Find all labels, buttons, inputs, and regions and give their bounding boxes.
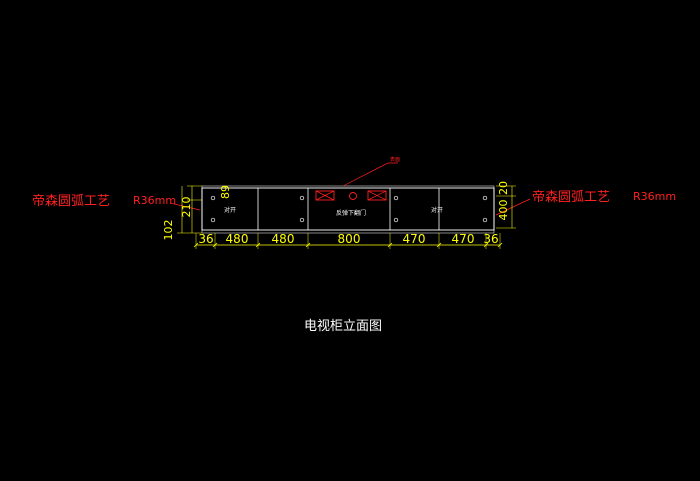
- right-vertical-dimensions: 400 20: [496, 181, 516, 229]
- handle-knob: [210, 195, 216, 201]
- door-label-right: 对开: [431, 206, 443, 214]
- callout-left-radius: R36mm: [133, 194, 176, 207]
- dimension-label-horizontal: 480: [226, 232, 249, 246]
- callout-right-text: 帝森圆弧工艺: [532, 189, 610, 205]
- handle-knob: [393, 195, 399, 201]
- dimension-label-horizontal: 470: [452, 232, 475, 246]
- callout-left-text: 帝森圆弧工艺: [32, 193, 110, 209]
- handle-knob: [482, 195, 488, 201]
- cabinet-outline: [201, 187, 495, 231]
- vent-box-left-cross: [315, 190, 335, 201]
- cabinet-top-slab: [201, 185, 495, 189]
- center-door-details: [315, 190, 387, 201]
- handle-knob: [299, 217, 305, 223]
- dimension-tick: [497, 242, 503, 248]
- door-label-left: 对开: [224, 206, 236, 214]
- dimension-label-horizontal: 800: [338, 232, 361, 246]
- handle-knob: [210, 217, 216, 223]
- cabinet-body: [201, 185, 495, 234]
- dim-left-210: 210: [180, 197, 193, 218]
- drawing-title: 电视柜立面图: [304, 319, 382, 334]
- dim-right-20: 20: [497, 181, 510, 195]
- callout-right-radius: R36mm: [633, 190, 676, 203]
- dimension-tick: [255, 242, 261, 248]
- dimension-tick: [305, 242, 311, 248]
- dimension-tick: [212, 242, 218, 248]
- right-callout: 帝森圆弧工艺 R36mm: [495, 189, 676, 216]
- handle-knob: [482, 217, 488, 223]
- dim-left-89: 89: [219, 185, 232, 199]
- dimension-label-horizontal: 36: [198, 232, 213, 246]
- left-vertical-dimensions: 102 210 89: [162, 185, 232, 241]
- vent-box-right-cross: [367, 190, 387, 201]
- handle-knob: [393, 217, 399, 223]
- horizontal-dimension-chain: 36 480 480 800 470 470 36: [193, 232, 503, 249]
- dimension-label-horizontal: 470: [403, 232, 426, 246]
- top-note-leader: 表面: [342, 156, 400, 187]
- dimension-tick: [483, 242, 489, 248]
- left-callout: 帝森圆弧工艺 R36mm: [32, 193, 201, 211]
- dim-right-400: 400: [497, 200, 510, 221]
- vent-box-right: [367, 190, 387, 201]
- vent-box-left: [315, 190, 335, 201]
- dim-left-102: 102: [162, 220, 175, 241]
- handle-knob: [299, 195, 305, 201]
- cable-hole-icon: [349, 192, 357, 200]
- dimension-tick: [387, 242, 393, 248]
- dimension-tick: [436, 242, 442, 248]
- cabinet-base: [201, 229, 495, 234]
- dimension-tick: [193, 242, 199, 248]
- door-label-center: 反弹下翻门: [336, 209, 366, 217]
- top-note-text: 表面: [390, 156, 400, 163]
- dimension-label-horizontal: 36: [483, 232, 498, 246]
- dimension-label-horizontal: 480: [272, 232, 295, 246]
